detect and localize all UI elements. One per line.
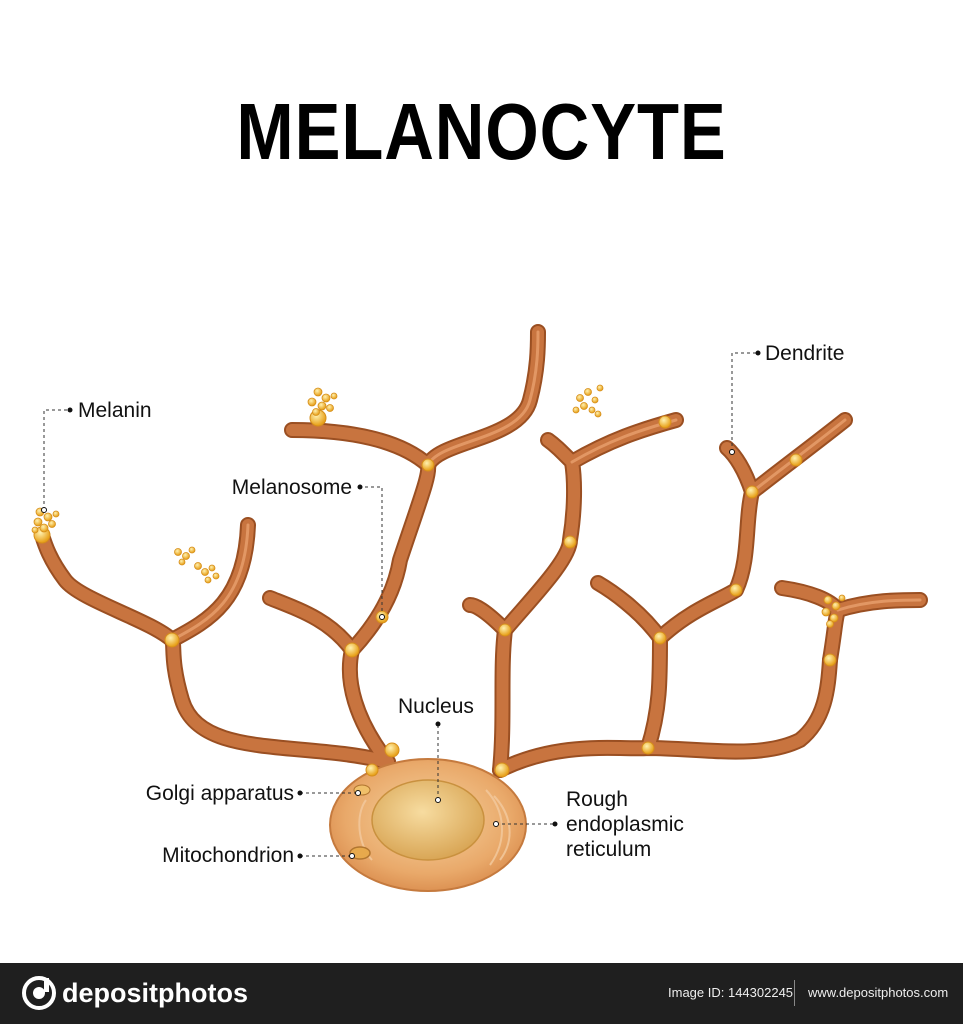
image-id: Image ID: 144302245 [668, 985, 794, 1000]
leader-dots [41, 350, 761, 859]
label-dendrite: Dendrite [765, 342, 845, 365]
site-url[interactable]: www.depositphotos.com [808, 985, 949, 1000]
diagram-title: MELANOCYTE [236, 87, 727, 176]
leader-lines [43, 352, 758, 857]
depositphotos-logo-icon [22, 976, 56, 1010]
melanin-granules [31, 384, 846, 628]
brand-name: depositphotos [62, 978, 248, 1008]
label-rough-endoplasmic-reticulum: Rough endoplasmic reticulum [566, 787, 684, 862]
melanocyte-illustration [31, 324, 928, 892]
label-rer-line-1: Rough [566, 788, 628, 811]
label-melanosome: Melanosome [231, 476, 352, 499]
dendrites [34, 324, 928, 778]
footer-bar: depositphotos Image ID: 144302245 www.de… [0, 963, 963, 1024]
label-nucleus: Nucleus [398, 695, 474, 718]
label-melanin: Melanin [78, 399, 152, 422]
label-golgi-apparatus: Golgi apparatus [145, 782, 294, 805]
footer-separator [794, 980, 795, 1006]
nucleus-shape [371, 779, 485, 861]
label-mitochondrion: Mitochondrion [162, 844, 294, 867]
label-rer-line-3: reticulum [566, 838, 652, 861]
label-rer-line-2: endoplasmic [566, 813, 684, 836]
dendrite-center-up [497, 432, 583, 638]
